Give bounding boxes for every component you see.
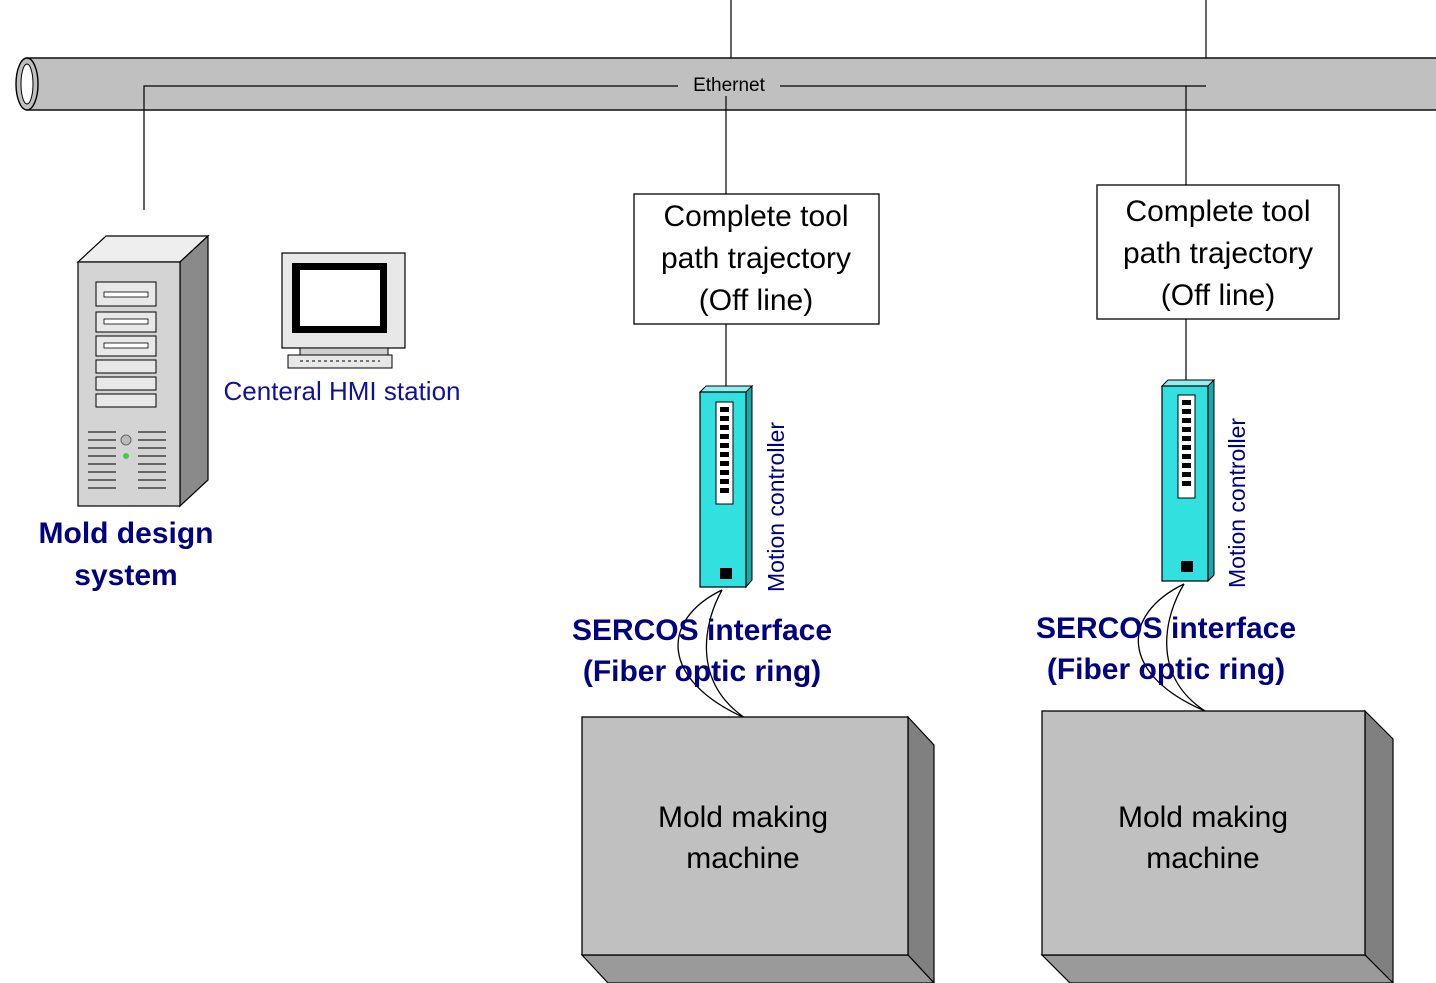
mold-machine-1 (580, 715, 935, 983)
machine-1-line1: Mold making (658, 801, 828, 834)
ethernet-label-bg (678, 74, 780, 96)
motion-controller-icon (698, 384, 754, 589)
trajectory-2-line1: Complete tool (1125, 195, 1310, 228)
interface-1-line2: (Fiber optic ring) (583, 655, 821, 688)
trajectory-2-line2: path trajectory (1123, 237, 1313, 270)
trajectory-1-line3: (Off line) (699, 284, 813, 317)
machine-2-line1: Mold making (1118, 801, 1288, 834)
controller-label-2: Motion controller (1224, 418, 1250, 588)
ethernet-label: Ethernet (693, 75, 766, 96)
server-tower-icon (76, 234, 210, 508)
wire-server-cell2 (143, 85, 1187, 210)
trajectory-1-line2: path trajectory (661, 242, 851, 275)
computer-monitor-icon (281, 252, 406, 369)
hmi-label: Centeral HMI station (224, 376, 461, 406)
server-label-line2: system (74, 559, 177, 592)
fiber-optic-ring-1 (677, 589, 746, 719)
mold-machine-2 (1040, 709, 1394, 983)
controller-label-1: Motion controller (763, 422, 789, 592)
machine-2-line2: machine (1146, 842, 1259, 875)
interface-2-line1: SERCOS interface (1036, 612, 1296, 645)
interface-1-line1: SERCOS interface (572, 614, 832, 647)
cell-1: Complete tool path trajectory (Off line)… (572, 193, 935, 983)
trajectory-box-1 (633, 193, 880, 325)
fiber-optic-ring-2 (1137, 583, 1206, 712)
trajectory-1-line1: Complete tool (663, 200, 848, 233)
interface-2-line2: (Fiber optic ring) (1047, 653, 1285, 686)
trajectory-2-line3: (Off line) (1161, 279, 1275, 312)
motion-controller-icon (1160, 378, 1216, 583)
server-label-line1: Mold design (39, 517, 214, 550)
cell-2: Complete tool path trajectory (Off line)… (1036, 184, 1394, 983)
machine-1-line2: machine (686, 842, 799, 875)
trajectory-box-2 (1096, 184, 1340, 320)
